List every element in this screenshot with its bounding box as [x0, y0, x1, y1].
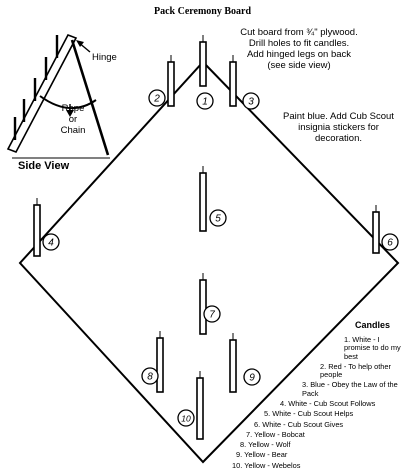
candle-body — [157, 338, 163, 392]
construction-instructions: Cut board from ¾" plywood. Drill holes t… — [234, 28, 364, 72]
candle-number-label: 6 — [387, 238, 393, 249]
candle-legend-item: 1. White - I promise to do my best — [232, 336, 404, 361]
rope-label-line: Rope or — [58, 104, 88, 126]
candle-number-label: 2 — [153, 94, 160, 105]
rope-label: Rope or Chain — [58, 104, 88, 137]
rope-label-line: Chain — [58, 126, 88, 137]
candle-7: 7 — [200, 273, 220, 334]
candle-2: 2 — [149, 55, 174, 106]
candle-5: 5 — [200, 166, 226, 231]
candle-1: 1 — [197, 35, 213, 109]
candle-number-label: 1 — [202, 97, 208, 108]
candles-legend-list: 1. White - I promise to do my best 2. Re… — [232, 336, 404, 472]
candle-body — [200, 280, 206, 334]
candle-body — [197, 378, 203, 439]
candle-body — [200, 173, 206, 231]
candles-legend-title: Candles — [355, 320, 390, 330]
candle-legend-item: 3. Blue - Obey the Law of the Pack — [232, 381, 404, 398]
page-title: Pack Ceremony Board — [0, 6, 405, 18]
candle-4: 4 — [34, 198, 59, 256]
hinge-label: Hinge — [92, 53, 117, 64]
candle-legend-item: 6. White - Cub Scout Gives — [232, 421, 404, 429]
candle-legend-item: 10. Yellow - Webelos — [232, 462, 404, 470]
candle-body — [168, 62, 174, 106]
candle-legend-item: 8. Yellow - Wolf — [232, 441, 404, 449]
candle-6: 6 — [373, 205, 398, 253]
candle-body — [34, 205, 40, 256]
candle-legend-item: 9. Yellow - Bear — [232, 451, 404, 459]
candle-number-label: 5 — [215, 214, 221, 225]
candle-number-label: 4 — [48, 238, 54, 249]
candle-number-label: 8 — [147, 372, 153, 383]
candle-number-label: 3 — [248, 97, 254, 108]
candle-8: 8 — [142, 331, 163, 392]
candle-body — [200, 42, 206, 86]
candle-legend-item: 4. White - Cub Scout Follows — [232, 400, 404, 408]
instruction-line: (see side view) — [234, 61, 364, 72]
paint-note-line: decoration. — [271, 134, 405, 145]
candle-legend-item: 2. Red - To help other people — [232, 363, 404, 380]
candle-body — [373, 212, 379, 253]
candle-number-label: 10 — [181, 414, 191, 424]
candle-10: 10 — [178, 371, 203, 439]
candle-legend-item: 7. Yellow - Bobcat — [232, 431, 404, 439]
paint-note: Paint blue. Add Cub Scout insignia stick… — [271, 112, 405, 145]
candle-legend-item: 5. White - Cub Scout Helps — [232, 410, 404, 418]
side-view-label: Side View — [18, 160, 69, 173]
candle-number-label: 7 — [209, 310, 215, 321]
